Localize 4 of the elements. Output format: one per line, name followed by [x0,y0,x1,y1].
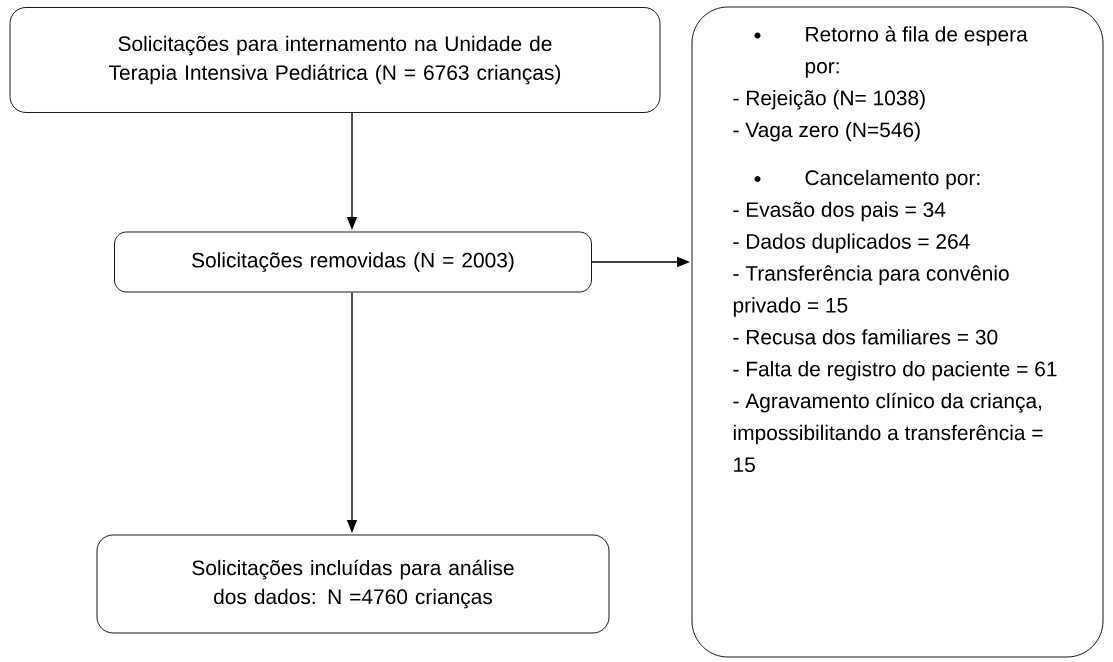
note-box: Retorno à fila de espera por: - Rejeição (N= 1038) - Vaga zero (N=546) Cancelamento por: - Evasão dos pais = 34 - Dados duplicados = 264 - Transferência para convênio privado = 15 - Recusa dos familiares = 30 - Falta de registro do paciente = 61 - Agravamento clínico da criança, impossibilitando a transferência = 15 [691,6,1104,658]
process-box: Solicitações para internamento na Unidade de Terapia Intensiva Pediátrica (N = 6763 crianças) [9,7,661,113]
process-box: Solicitações incluídas para análise dos dados: N =4760 crianças [96,534,610,634]
process-box: Solicitações removidas (N = 2003) [114,231,592,293]
